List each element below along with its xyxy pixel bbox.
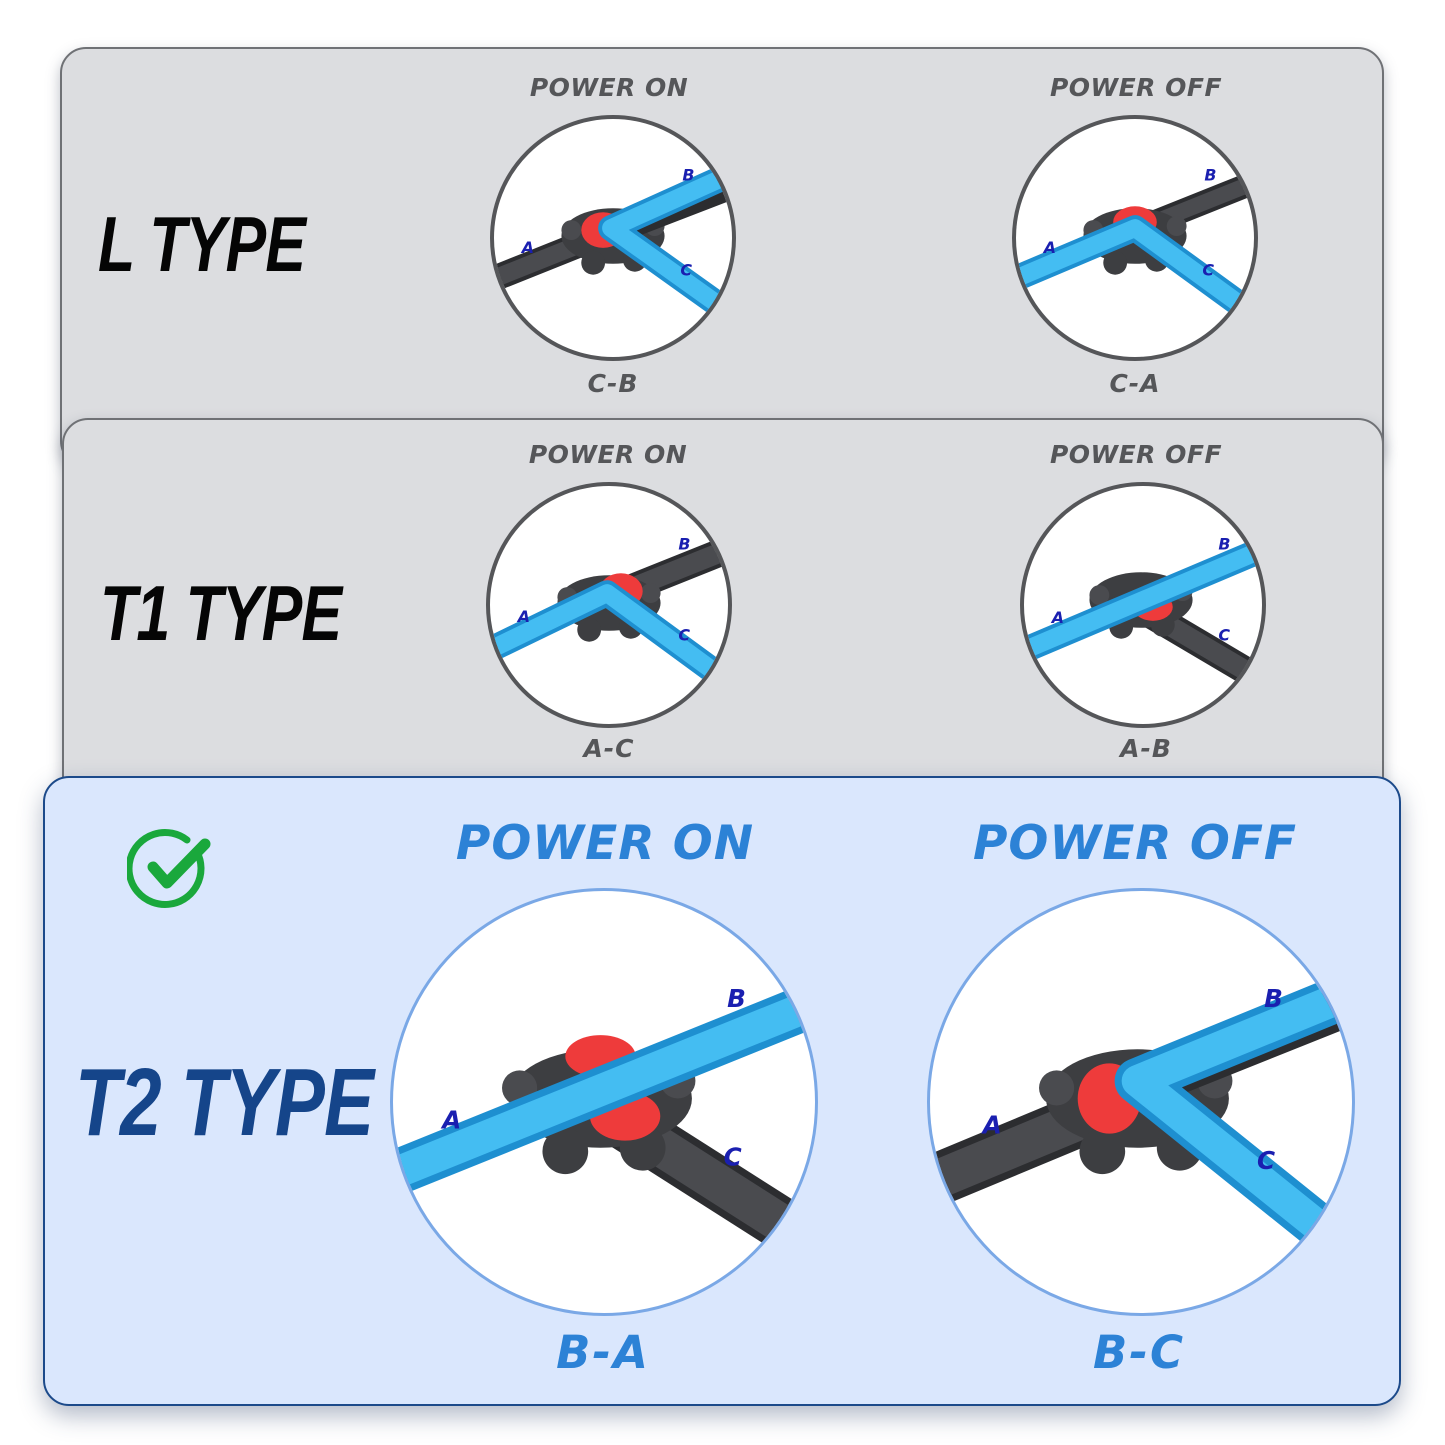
svg-text:A: A: [1050, 608, 1064, 627]
svg-text:C: C: [678, 626, 690, 645]
type-label: L TYPE: [98, 200, 306, 288]
valve-diagram-power-off: A B C: [1012, 115, 1258, 361]
svg-text:C: C: [724, 1142, 742, 1171]
svg-text:A: A: [1042, 238, 1056, 257]
valve-ab-icon: A B C: [1024, 534, 1262, 687]
svg-text:A: A: [516, 607, 530, 626]
svg-text:B: B: [1204, 165, 1216, 184]
t2-type-card: T2 TYPE POWER ON A B C B-A POWER OFF: [43, 776, 1401, 1406]
power-off-code: A-B: [1120, 734, 1172, 763]
power-on-title: POWER ON: [455, 816, 755, 871]
type-label: T2 TYPE: [75, 1049, 374, 1156]
valve-ba-icon: A B C: [393, 978, 815, 1257]
svg-text:B: B: [1218, 534, 1230, 553]
svg-text:B: B: [678, 534, 690, 553]
valve-ca-icon: A B C: [1016, 165, 1254, 318]
valve-cb-icon: A B C: [494, 161, 732, 318]
svg-text:A: A: [520, 238, 534, 257]
svg-text:A: A: [440, 1105, 461, 1134]
svg-text:B: B: [682, 165, 694, 184]
power-off-title: POWER OFF: [1049, 440, 1223, 469]
l-type-card: L TYPE POWER ON A B C C-B POWER OFF: [60, 47, 1384, 467]
svg-text:B: B: [727, 984, 746, 1013]
power-off-title: POWER OFF: [1049, 73, 1223, 102]
valve-diagram-power-off: A B C: [927, 888, 1355, 1316]
svg-text:C: C: [1202, 261, 1214, 280]
valve-diagram-power-off: A B C: [1020, 482, 1266, 728]
check-circle-icon: [127, 829, 211, 908]
valve-diagram-power-on: A B C: [486, 482, 732, 728]
t1-type-card: T1 TYPE POWER ON A B C A-C POWER OFF: [62, 418, 1384, 838]
svg-text:A: A: [981, 1111, 1002, 1140]
svg-text:C: C: [680, 261, 692, 280]
valve-bc-icon: A B C: [930, 971, 1352, 1243]
valve-ac-icon: A B C: [490, 534, 728, 685]
power-off-code: B-C: [1092, 1326, 1186, 1379]
power-off-code: C-A: [1109, 369, 1161, 398]
power-on-title: POWER ON: [529, 73, 689, 102]
valve-diagram-power-on: A B C: [490, 115, 736, 361]
power-off-title: POWER OFF: [972, 816, 1298, 871]
power-on-title: POWER ON: [528, 440, 688, 469]
power-on-code: B-A: [556, 1326, 650, 1379]
svg-text:C: C: [1257, 1146, 1275, 1175]
power-on-code: A-C: [583, 734, 635, 763]
svg-text:B: B: [1264, 984, 1283, 1013]
type-label: T1 TYPE: [100, 569, 342, 657]
svg-text:C: C: [1218, 626, 1230, 645]
power-on-code: C-B: [587, 369, 639, 398]
valve-diagram-power-on: A B C: [390, 888, 818, 1316]
